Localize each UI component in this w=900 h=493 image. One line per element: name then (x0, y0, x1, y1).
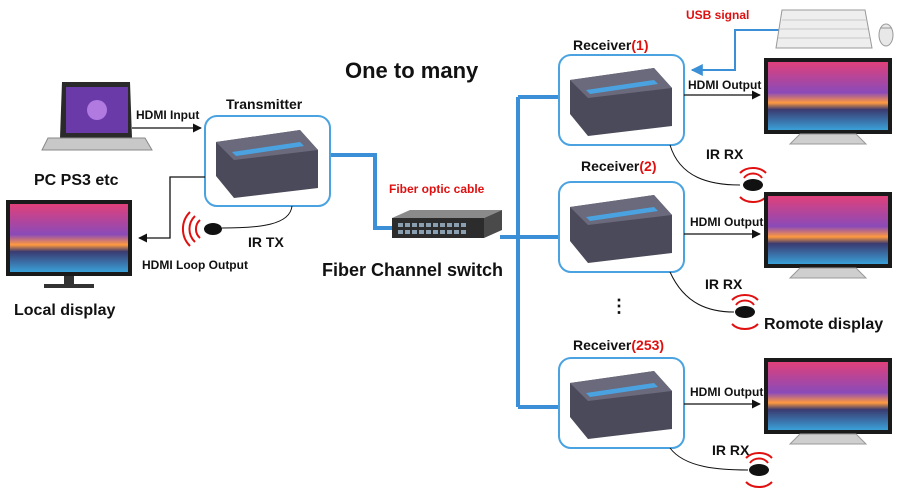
receiver-3-output-label: HDMI Output (690, 385, 764, 399)
fiber-switch-icon (392, 210, 502, 238)
rx2-ir-cable (669, 271, 735, 313)
source-label: PC PS3 etc (34, 172, 119, 189)
hdmi-loop-label: HDMI Loop Output (142, 258, 248, 272)
keyboard-mouse-icon (775, 9, 894, 49)
switch-label: Fiber Channel switch (322, 260, 504, 280)
receiver-1-ir-label: IR RX (706, 146, 744, 162)
rx3-ir-cable (669, 447, 749, 471)
diagram-title: One to many (345, 58, 479, 83)
usb-signal-label: USB signal (686, 8, 750, 22)
receiver-3-label: Receiver(253) (573, 337, 665, 353)
usb-signal-line (690, 29, 795, 76)
transmitter-label: Transmitter (226, 96, 303, 112)
laptop-icon (41, 82, 153, 151)
receiver-1-label: Receiver(1) (573, 37, 649, 53)
ir-tx-cable (221, 205, 293, 229)
receiver-2-label: Receiver(2) (581, 158, 657, 174)
receiver-1-output-label: HDMI Output (688, 78, 762, 92)
receiver-3-ir-label: IR RX (712, 442, 750, 458)
remote-display-3-icon (764, 358, 892, 445)
remote-display-1-icon (764, 58, 892, 145)
rx1-ir-cable (669, 144, 741, 186)
rx1-ir-icon (739, 166, 767, 204)
rx3-ir-icon (745, 451, 773, 489)
receiver-2-device (558, 181, 685, 273)
receiver-2-ir-label: IR RX (705, 276, 743, 292)
remote-display-2-icon (764, 192, 892, 279)
fiber-cable-label: Fiber optic cable (389, 182, 485, 196)
receiver-2-output-label: HDMI Output (690, 215, 764, 229)
rx2-ir-icon (731, 293, 759, 331)
fiber-tx-to-switch (330, 153, 395, 230)
receiver-1-device (558, 54, 685, 146)
ir-tx-icon (181, 211, 222, 247)
hdmi-loop-arrow (138, 176, 205, 243)
remote-display-label: Romote display (764, 316, 884, 333)
receiver-3-device (558, 357, 685, 449)
transmitter-device (204, 115, 331, 207)
hdmi-input-label: HDMI Input (136, 108, 200, 122)
fiber-links (330, 95, 559, 409)
local-display-icon (6, 200, 132, 288)
local-display-label: Local display (14, 302, 116, 319)
ellipsis-marker: ⋮ (610, 296, 628, 316)
ir-tx-label: IR TX (248, 234, 284, 250)
